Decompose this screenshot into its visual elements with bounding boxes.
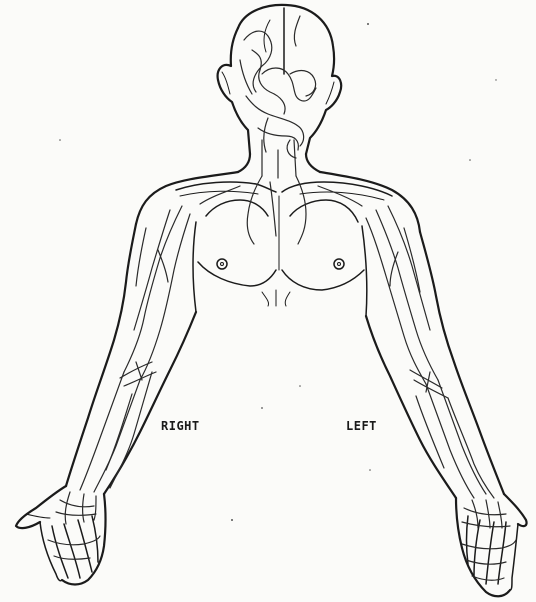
torso-veins	[200, 176, 362, 244]
left-hand	[456, 494, 527, 596]
right-hand	[16, 486, 106, 585]
torso	[136, 172, 420, 316]
head-veins	[240, 16, 316, 158]
label-right: RIGHT	[161, 419, 200, 433]
left-arm	[366, 206, 504, 498]
label-left: LEFT	[346, 419, 377, 433]
right-arm	[66, 206, 196, 494]
head	[218, 5, 342, 154]
